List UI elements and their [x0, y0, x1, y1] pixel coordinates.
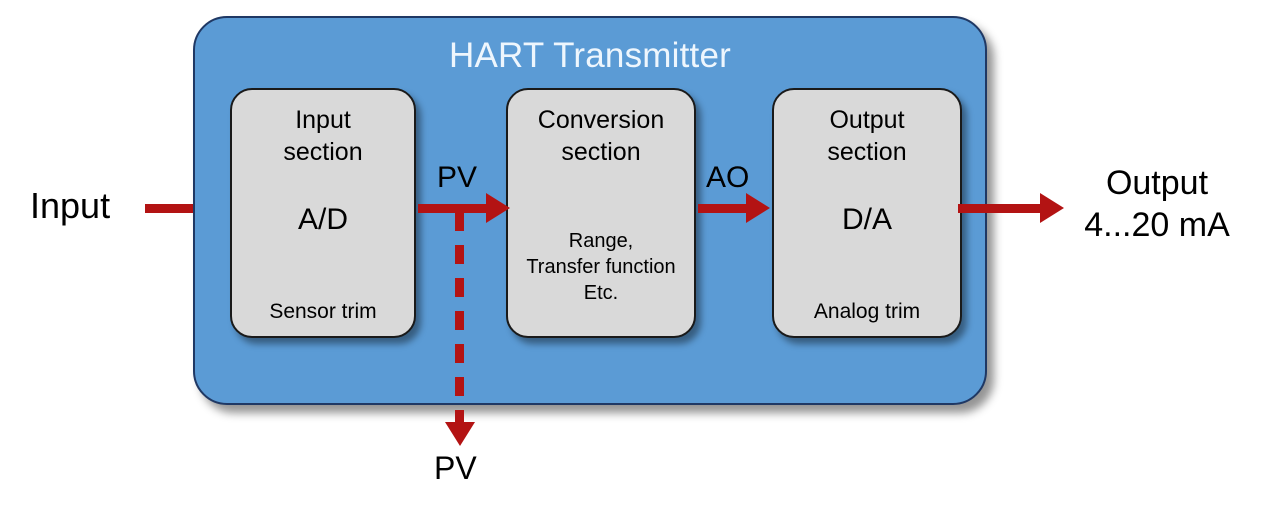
- output-label-line2: 4...20 mA: [1084, 206, 1230, 244]
- block-output-section: Output section D/A Analog trim: [772, 88, 962, 338]
- block-input-heading: Input section: [232, 104, 414, 168]
- output-arrow-head-icon: [1040, 193, 1064, 223]
- block-output-footer: Analog trim: [813, 300, 921, 323]
- block-conversion-section: Conversion section Range, Transfer funct…: [506, 88, 696, 338]
- block-conversion-detail: Range, Transfer function Etc.: [508, 228, 694, 306]
- input-arrow-line: [145, 204, 217, 213]
- ao-arrow-head-icon: [746, 193, 770, 223]
- block-conversion-heading: Conversion section: [508, 104, 694, 168]
- block-input-footer: Sensor trim: [269, 300, 377, 323]
- input-label: Input: [30, 185, 111, 226]
- block-conversion-detail-line1: Range,: [568, 230, 634, 252]
- pv-dashed-arrow-line: [455, 212, 464, 425]
- output-label: Output 4...20 mA: [1052, 162, 1262, 246]
- block-output-heading-line2: section: [827, 138, 907, 166]
- block-output-heading: Output section: [774, 104, 960, 168]
- block-input-heading-line1: Input: [295, 106, 351, 134]
- pv-arrow-line: [418, 204, 490, 213]
- block-input-main: A/D: [297, 203, 348, 236]
- block-input-heading-line2: section: [283, 138, 363, 166]
- pv-arrow-head-icon: [486, 193, 510, 223]
- pv-label-top: PV: [437, 161, 478, 194]
- pv-dashed-arrow-head-icon: [445, 422, 475, 446]
- block-conversion-heading-line2: section: [561, 138, 641, 166]
- output-arrow-line: [958, 204, 1044, 213]
- pv-label-bottom: PV: [434, 450, 477, 486]
- block-conversion-detail-line3: Etc.: [583, 282, 619, 304]
- output-label-line1: Output: [1105, 164, 1209, 202]
- block-conversion-detail-line2: Transfer function: [526, 256, 676, 278]
- block-output-heading-line1: Output: [829, 106, 905, 134]
- ao-arrow-line: [698, 204, 750, 213]
- ao-label: AO: [706, 161, 750, 194]
- block-conversion-heading-line1: Conversion: [537, 106, 665, 134]
- block-input-section: Input section A/D Sensor trim: [230, 88, 416, 338]
- block-output-main: D/A: [841, 203, 892, 236]
- transmitter-title: HART Transmitter: [449, 36, 731, 75]
